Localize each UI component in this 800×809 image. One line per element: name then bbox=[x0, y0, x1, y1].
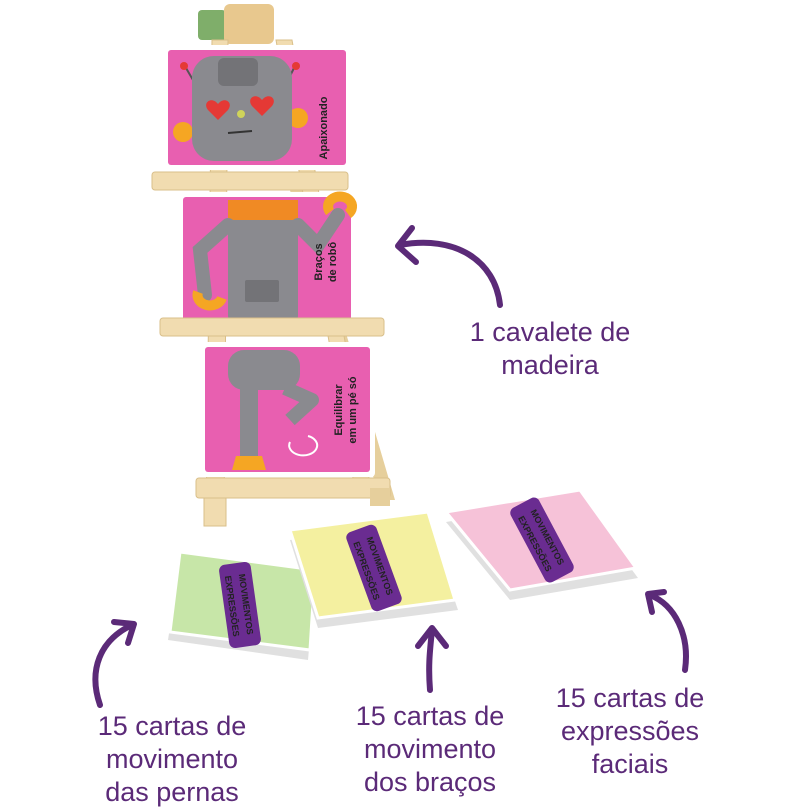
heart-eye-left-icon bbox=[206, 100, 230, 120]
arrowhead-pink-icon bbox=[645, 589, 667, 615]
arrowhead-easel-icon bbox=[395, 225, 419, 265]
label-easel-line2: madeira bbox=[501, 350, 599, 380]
easel-shelf-top bbox=[151, 171, 349, 191]
label-legs-line3: das pernas bbox=[105, 777, 239, 807]
robot-leg-standing bbox=[240, 388, 258, 458]
robot-hips bbox=[228, 350, 300, 390]
arrow-to-easel-icon bbox=[397, 239, 503, 308]
label-faces-line1: 15 cartas de bbox=[555, 683, 705, 713]
card-label-middle-1: Braços bbox=[313, 243, 325, 280]
robot-leg-bent bbox=[282, 381, 319, 426]
deck-pink-faces: MOVIMENTOS EXPRESSÕES bbox=[443, 488, 639, 600]
label-faces-line3: faciais bbox=[591, 749, 669, 779]
label-legs-cards: 15 cartas de movimento das pernas bbox=[72, 710, 272, 809]
deck-green-legs: MOVIMENTOS EXPRESSÕES bbox=[168, 550, 317, 660]
easel-clamp-wood bbox=[224, 4, 274, 44]
robot-ear-right bbox=[288, 108, 308, 128]
card-label-bottom-1: Equilibrar bbox=[333, 384, 345, 436]
card-label-top: Apaixonado bbox=[318, 96, 330, 159]
robot-head bbox=[192, 56, 292, 161]
card-face-expression: Apaixonado bbox=[163, 45, 351, 170]
robot-foot bbox=[232, 456, 266, 470]
card-label-bottom-2: em um pé só bbox=[347, 376, 359, 444]
label-legs-line1: 15 cartas de bbox=[97, 711, 247, 741]
card-label-middle-2: de robô bbox=[327, 242, 339, 283]
label-faces-line2: expressões bbox=[560, 716, 700, 746]
heart-eye-right-icon bbox=[250, 96, 274, 116]
easel-clamp-green bbox=[198, 10, 226, 40]
card-legs-movement: Equilibrar em um pé só bbox=[200, 342, 375, 477]
label-arms-cards: 15 cartas de movimento dos braços bbox=[330, 700, 530, 799]
label-arms-line2: movimento bbox=[363, 734, 497, 764]
robot-arm-left bbox=[192, 218, 235, 302]
robot-ear-left bbox=[173, 122, 193, 142]
deck-yellow-arms: MOVIMENTOS EXPRESSÕES bbox=[288, 510, 458, 628]
label-faces-cards: 15 cartas de expressões faciais bbox=[530, 682, 730, 781]
easel-shelf-middle bbox=[159, 317, 385, 337]
easel-shelf-bottom bbox=[195, 477, 391, 499]
label-easel-line1: 1 cavalete de bbox=[469, 317, 631, 347]
card-arms-movement: Braços de robô bbox=[178, 191, 357, 327]
robot-arm-right bbox=[291, 208, 345, 256]
arrow-to-pink-deck-icon bbox=[647, 592, 689, 673]
label-arms-line3: dos braços bbox=[363, 767, 497, 797]
rotate-arrow-icon bbox=[288, 435, 319, 457]
label-arms-line1: 15 cartas de bbox=[355, 701, 505, 731]
arrowhead-yellow-icon bbox=[415, 625, 449, 649]
arrow-to-yellow-deck-icon bbox=[426, 627, 435, 693]
arrowhead-green-icon bbox=[111, 619, 137, 646]
arrow-to-green-deck-icon bbox=[92, 622, 135, 708]
label-legs-line2: movimento bbox=[105, 744, 239, 774]
label-easel: 1 cavalete de madeira bbox=[440, 316, 660, 382]
